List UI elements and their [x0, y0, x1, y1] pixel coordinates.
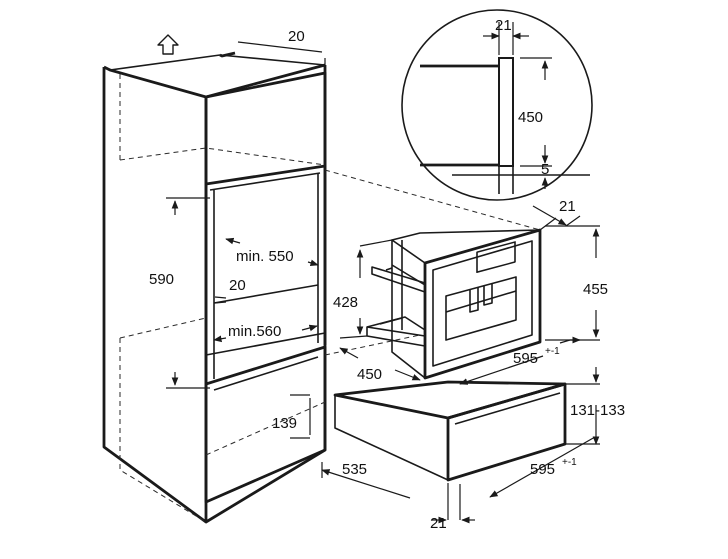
- label-niche-width: min.560: [228, 323, 281, 340]
- upper-niche-frame: [204, 166, 327, 384]
- cabinet-dimensions: [166, 41, 326, 439]
- lower-door: [204, 345, 327, 504]
- cabinet-hidden-lines: [119, 70, 541, 523]
- label-machine-depth: 450: [357, 366, 382, 383]
- label-detail-gap: 5: [541, 161, 549, 178]
- label-drawer-height-range: 131-133: [570, 402, 625, 419]
- machine-dimensions: [321, 205, 600, 524]
- label-machine-width: 595: [513, 350, 538, 367]
- machine-display: [476, 241, 516, 274]
- up-arrow-icon: [157, 34, 179, 55]
- label-detail-thickness: 21: [495, 17, 512, 34]
- label-shelf-gap: 20: [229, 277, 246, 294]
- label-top-recess: 20: [288, 28, 305, 45]
- machine-body: [391, 229, 541, 379]
- niche-shelf: [205, 284, 326, 356]
- label-machine-width-tolerance: +-1: [545, 346, 560, 357]
- label-drawer-depth: 535: [342, 461, 367, 478]
- label-detail-height: 450: [518, 109, 543, 126]
- label-drawer-niche-height: 139: [272, 415, 297, 432]
- label-drawer-front-thickness: 21: [430, 515, 447, 532]
- dimension-labels: 20 21 450 5 590 min. 550 20 min.560 21 4…: [149, 17, 625, 532]
- label-niche-height: 590: [149, 271, 174, 288]
- coffee-machine: [366, 228, 542, 380]
- detail-circle: [401, 9, 593, 201]
- detail-view: [401, 9, 593, 201]
- tall-cabinet: [102, 51, 327, 524]
- label-front-thickness: 21: [559, 198, 576, 215]
- label-drawer-width: 595: [530, 461, 555, 478]
- label-front-height: 455: [583, 281, 608, 298]
- drawer-top: [333, 380, 567, 420]
- label-drawer-width-tolerance: +-1: [562, 457, 577, 468]
- label-niche-depth: min. 550: [236, 248, 294, 265]
- machine-top-tray: [371, 266, 426, 293]
- label-body-height: 428: [333, 294, 358, 311]
- top-compartment-front: [204, 71, 327, 186]
- detail-panel: [498, 57, 514, 167]
- machine-spout-area: [445, 276, 517, 341]
